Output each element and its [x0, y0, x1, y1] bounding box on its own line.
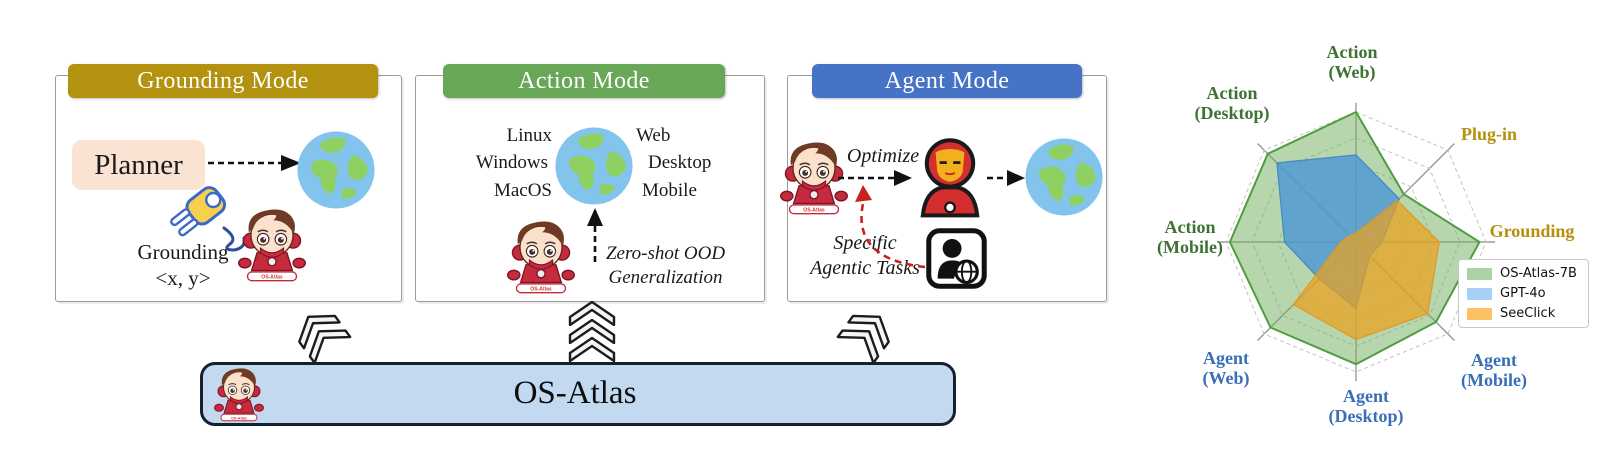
feedback-arrow [855, 185, 926, 269]
mascot-to-ironman-arrow [838, 170, 912, 186]
legend-entry-OS-Atlas-7B: OS-Atlas-7B [1467, 266, 1577, 281]
radar-chart [1216, 102, 1496, 382]
planner-to-globe-arrow [208, 155, 301, 171]
optimize-label: Optimize [846, 145, 920, 167]
action-caption-line2: Generalization [608, 266, 723, 288]
radar-axis-label-action-desktop-: Action(Desktop) [1194, 82, 1270, 123]
radar-axis-label-action-web-: Action(Web) [1326, 41, 1378, 82]
legend-entry-GPT-4o: GPT-4o [1467, 286, 1577, 301]
planner-box: Planner [72, 140, 205, 190]
os-atlas-mascot [507, 212, 575, 298]
os-label-macos: MacOS [493, 180, 552, 201]
plug-icon [170, 186, 246, 252]
chevron-up-right-icon [836, 306, 894, 365]
os-atlas-bar-title: OS-Atlas [513, 374, 637, 411]
radar-axis-label-agent-desktop-: Agent(Desktop) [1328, 385, 1404, 426]
legend-swatch [1467, 307, 1492, 320]
radar-axis-label-action-mobile-: Action(Mobile) [1157, 216, 1223, 257]
legend-label: SeeClick [1500, 306, 1556, 321]
os-atlas-mascot [238, 200, 306, 286]
os-label-linux: Linux [506, 125, 552, 146]
radar-axis-label-agent-mobile-: Agent(Mobile) [1461, 349, 1527, 390]
radar-axis-label-plug-in: Plug-in [1460, 123, 1518, 144]
ironman-to-globe-arrow [987, 170, 1025, 186]
os-atlas-bar [200, 362, 956, 426]
action-mode-header: Action Mode [443, 64, 725, 98]
legend-label: GPT-4o [1500, 286, 1546, 301]
platform-label-desktop: Desktop [648, 152, 712, 173]
agentic-tasks-line2: Agentic Tasks [810, 257, 920, 279]
agentic-tasks-label: Specific Agentic Tasks [805, 231, 925, 281]
radar-axis-label-grounding: Grounding [1489, 220, 1575, 241]
legend-entry-SeeClick: SeeClick [1467, 306, 1577, 321]
grounding-output-line2: <x, y> [155, 266, 211, 291]
generalization-arrow [587, 208, 603, 262]
grounding-output-label: Grounding <x, y> [123, 239, 243, 292]
os-label-windows: Windows [475, 152, 548, 173]
radar-axis-label-agent-web-: Agent(Web) [1202, 347, 1250, 388]
legend-swatch [1467, 267, 1492, 280]
platform-label-mobile: Mobile [642, 180, 697, 201]
legend-label: OS-Atlas-7B [1500, 266, 1577, 281]
agentic-tasks-line1: Specific [833, 232, 897, 254]
chevron-up-icon [568, 300, 616, 362]
ironman-icon [920, 138, 980, 218]
grounding-output-line1: Grounding [137, 240, 229, 264]
platform-label-web: Web [636, 125, 671, 146]
legend-swatch [1467, 287, 1492, 300]
grounding-mode-header: Grounding Mode [68, 64, 378, 98]
user-task-icon [926, 228, 987, 289]
radar-series-SeeClick [1292, 199, 1440, 341]
os-atlas-mascot [214, 363, 264, 423]
agent-mode-header: Agent Mode [812, 64, 1082, 98]
action-caption-line1: Zero-shot OOD [605, 243, 726, 264]
globe-icon [1023, 136, 1105, 218]
chevron-up-left-icon [294, 306, 352, 365]
planner-label: Planner [94, 148, 183, 181]
globe-icon [553, 125, 635, 207]
action-caption: Zero-shot OOD Generalization [598, 242, 733, 290]
globe-icon [295, 129, 377, 211]
